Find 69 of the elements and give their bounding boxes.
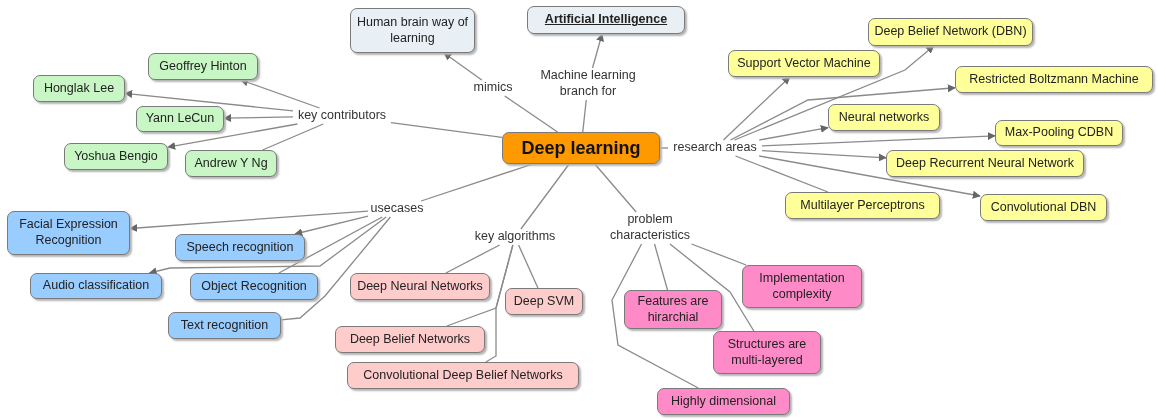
concept-box: Restricted Boltzmann Machine	[955, 66, 1153, 93]
concept-box: Deep Belief Network (DBN)	[868, 18, 1033, 46]
arrow	[294, 215, 369, 237]
connector-line	[278, 216, 383, 274]
concept-box: Highly dimensional	[657, 388, 790, 415]
connector-line	[582, 99, 587, 133]
connector-line	[520, 163, 570, 230]
linking-phrase: usecases	[368, 201, 426, 217]
concept-box: Neural networks	[828, 104, 940, 131]
arrow	[124, 90, 294, 112]
linking-phrase: Machine learning branch for	[532, 68, 644, 100]
concept-box: Deep Recurrent Neural Network	[886, 150, 1084, 177]
connector-line	[669, 243, 755, 332]
concept-box: Yann LeCun	[136, 106, 224, 132]
connector-line	[445, 244, 501, 274]
connector-line	[653, 243, 669, 291]
arrow	[758, 155, 981, 199]
linking-phrase: research areas	[668, 140, 762, 156]
central-concept-box: Deep learning	[502, 132, 660, 164]
concept-box: Structures are multi-layered	[713, 331, 821, 374]
connector-line	[734, 155, 829, 193]
concept-box: Honglak Lee	[33, 75, 125, 102]
linking-phrase: key contributors	[293, 108, 391, 124]
arrow	[758, 124, 829, 141]
concept-box: Facial Expression Recognition	[7, 211, 130, 255]
connector-line	[594, 163, 637, 213]
connector-line	[690, 243, 747, 266]
arrow	[591, 33, 604, 69]
arrow	[443, 52, 483, 81]
connector-line	[504, 95, 559, 133]
concept-box: Deep SVM	[505, 288, 583, 315]
connector-line	[280, 216, 392, 321]
arrow	[761, 150, 887, 162]
concept-box: Andrew Y Ng	[185, 150, 277, 177]
linking-phrase: key algorithms	[468, 229, 562, 245]
connector-line	[420, 163, 534, 202]
concept-box: Geoffrey Hinton	[148, 53, 258, 80]
arrow	[761, 132, 996, 147]
concept-box: Deep Neural Networks	[350, 273, 490, 300]
connector-line	[485, 244, 514, 363]
linking-phrase: mimics	[468, 80, 518, 96]
concept-box: Features are hirarchial	[624, 290, 722, 329]
concept-box: Yoshua Bengio	[64, 143, 168, 170]
concept-box: Deep Belief Networks	[335, 326, 485, 353]
linking-phrase: problem characteristics	[598, 212, 702, 244]
concept-box: Audio classification	[30, 273, 162, 299]
connector-line	[611, 243, 699, 389]
concept-box: Text recognition	[168, 312, 281, 339]
concept-box: Max-Pooling CDBN	[995, 120, 1123, 146]
concept-box: Object Recognition	[190, 273, 318, 300]
concept-box: Implementation complexity	[742, 265, 862, 308]
concept-box: Artificial Intelligence	[527, 6, 685, 34]
concept-box: Convolutional Deep Belief Networks	[347, 362, 579, 389]
connector-line	[659, 147, 669, 149]
connector-line	[261, 123, 324, 151]
arrow	[223, 114, 294, 123]
concept-box: Multilayer Perceptrons	[785, 192, 940, 219]
concept-box: Human brain way of learning	[350, 8, 475, 53]
arrow	[733, 45, 935, 141]
connector-line	[517, 244, 539, 289]
arrow	[722, 76, 791, 141]
concept-box: Convolutional DBN	[980, 194, 1107, 221]
arrow	[729, 84, 956, 141]
arrow	[167, 123, 298, 150]
connector-line	[390, 121, 503, 139]
concept-box: Support Vector Machine	[728, 50, 880, 77]
arrow	[129, 210, 369, 232]
concept-box: Speech recognition	[175, 234, 305, 261]
arrow	[240, 78, 321, 109]
